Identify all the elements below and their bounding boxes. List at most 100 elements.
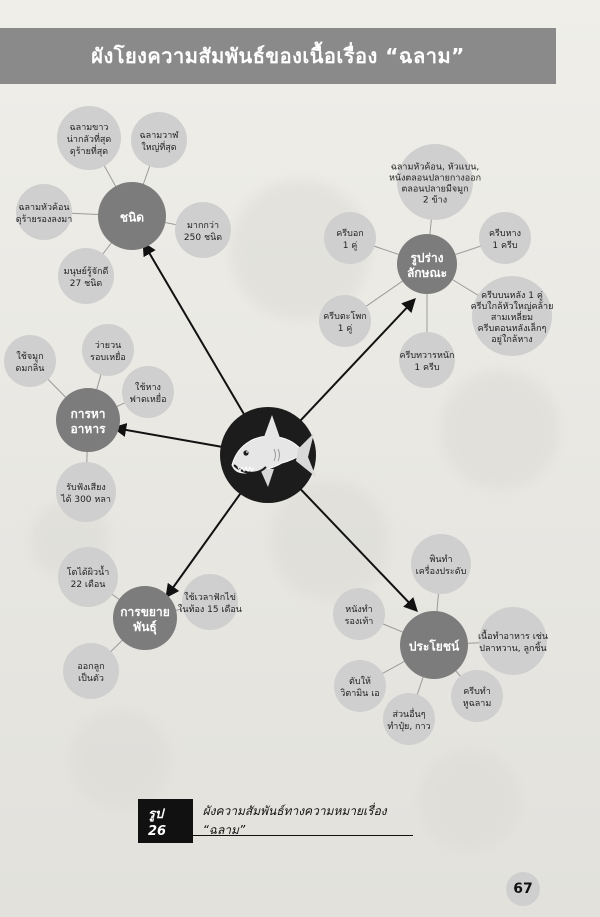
leaf-label-benefit: เนื้อทำอาหาร เช่นปลาหวาน, ลูกชิ้น <box>478 629 548 654</box>
hub-label-kind: ชนิด <box>120 210 144 224</box>
leaf-bubbles: ฉลามขาวน่ากลัวที่สุดดุร้ายที่สุดฉลามวาฬใ… <box>4 106 553 745</box>
leaf-label-benefit: หนังทำรองเท้า <box>345 604 374 627</box>
leaf-bubble-benefit <box>333 588 385 640</box>
leaf-label-food-line: ดมกลิ่น <box>16 361 45 374</box>
leaf-label-food-line: รอบเหยื่อ <box>90 350 126 363</box>
title-bar: ผังโยงความสัมพันธ์ของเนื้อเรื่อง “ฉลาม” <box>0 28 556 84</box>
leaf-label-breeding-line: ออกลูก <box>77 662 104 672</box>
arrow-shape <box>298 297 416 423</box>
figure-caption-text: ผังความสัมพันธ์ทางความหมายเรื่อง “ฉลาม” <box>202 804 387 837</box>
hub-label-shape-line: รูปร่าง <box>410 251 443 266</box>
leaf-label-food-line: ฟาดเหยื่อ <box>130 392 167 405</box>
figure-tag: รูป 26 <box>138 799 193 843</box>
leaf-label-kind-line: มนุษย์รู้จักดี <box>64 265 109 277</box>
hub-bubbles: ชนิดรูปร่างลักษณะการหาอาหารการขยายพันธุ์… <box>56 182 468 679</box>
background-blob <box>230 180 370 320</box>
shark-icon <box>231 415 316 487</box>
hub-label-shape: รูปร่างลักษณะ <box>407 251 447 280</box>
leaf-label-kind-line: 27 ชนิด <box>70 278 103 289</box>
leaf-label-breeding-line: เป็นตัว <box>78 671 104 684</box>
background-blob <box>440 370 560 490</box>
leaf-label-kind: ฉลามวาฬใหญ่ที่สุด <box>140 130 180 153</box>
leaf-label-kind-line: ฉลามวาฬ <box>140 130 180 141</box>
leaf-label-shape-line: ครีบบนหลัง 1 คู่ <box>481 290 543 301</box>
leaf-bubble-shape <box>324 212 376 264</box>
hub-label-shape-line: ลักษณะ <box>407 266 447 280</box>
hub-label-breeding-line: พันธุ์ <box>133 620 156 635</box>
arrow-breeding <box>165 491 243 599</box>
leaf-bubble-food <box>4 335 56 387</box>
leaf-bubble-benefit <box>451 670 503 722</box>
leaf-bubble-shape <box>397 144 473 220</box>
page-number: 67 <box>506 872 540 906</box>
leaf-label-shape-line: 1 ครีบ <box>414 362 439 373</box>
leaf-label-breeding: ใช้เวลาฟักไข่ในท้อง 15 เดือน <box>178 592 242 615</box>
leaf-label-benefit: พินทำเครื่องประดับ <box>416 554 467 577</box>
background-blob <box>70 710 170 810</box>
leaf-label-food-line: ได้ 300 หลา <box>60 494 111 505</box>
leaf-label-food: ใช้หางฟาดเหยื่อ <box>130 382 167 405</box>
leaf-label-benefit-line: เครื่องประดับ <box>416 564 467 577</box>
hub-label-benefit: ประโยชน์ <box>409 638 460 653</box>
leaf-label-kind-line: ฉลามหัวค้อน <box>18 202 69 213</box>
hub-label-food-line: อาหาร <box>70 422 106 436</box>
leaf-label-food-line: ว่ายวน <box>95 341 122 351</box>
leaf-bubble-kind <box>175 202 231 258</box>
leaf-bubble-shape <box>319 295 371 347</box>
leaf-bubble-food <box>82 324 134 376</box>
leaf-label-shape-line: ครีบตะโพก <box>323 311 366 322</box>
hub-bubble-benefit <box>400 611 468 679</box>
leaf-bubble-breeding <box>182 574 238 630</box>
leaf-label-shape-line: ครีบทวารหนัก <box>400 350 455 361</box>
leaf-bubble-shape <box>399 332 455 388</box>
leaf-label-breeding-line: ในท้อง 15 เดือน <box>178 604 242 615</box>
hub-label-breeding-line: การขยาย <box>120 605 169 619</box>
leaf-label-benefit-line: วิตามิน เอ <box>340 688 379 699</box>
hub-label-kind-line: ชนิด <box>120 210 144 224</box>
leaf-bubble-kind <box>58 248 114 304</box>
leaf-label-shape-line: ฉลามหัวค้อน, หัวแบน, <box>391 161 479 172</box>
arrow-food <box>112 423 223 448</box>
leaf-bubble-benefit <box>334 660 386 712</box>
leaf-bubble-food <box>122 366 174 418</box>
hub-bubble-food <box>56 388 120 452</box>
leaf-label-kind-line: 250 ชนิด <box>184 232 222 243</box>
leaf-label-kind-line: ดุร้ายรองลงมา <box>16 214 73 225</box>
leaf-label-benefit-line: หูฉลาม <box>463 699 492 709</box>
leaf-bubble-shape <box>472 276 552 356</box>
leaf-label-shape: ครีบบนหลัง 1 คู่ครีบใกล้หัวใหญ่คล้ายสามเ… <box>471 290 554 345</box>
leaf-label-benefit-line: พินทำ <box>429 554 452 565</box>
hub-label-benefit-line: ประโยชน์ <box>409 638 460 653</box>
leaf-label-shape-line: 1 คู่ <box>343 241 358 251</box>
leaf-label-kind-line: ดุร้ายที่สุด <box>70 144 108 157</box>
leaf-label-benefit: ครีบทำหูฉลาม <box>463 686 492 709</box>
arrow-kind <box>142 241 246 416</box>
background-blob <box>420 750 520 850</box>
arrows <box>112 241 418 613</box>
leaf-label-benefit-line: ปลาหวาน, ลูกชิ้น <box>479 641 546 654</box>
leaf-label-kind-line: มากกว่า <box>187 221 219 231</box>
leaf-label-shape-line: ตลอนปลายมีจมูก <box>401 183 468 194</box>
center-node <box>220 407 316 503</box>
leaf-label-shape-line: ครีบตอนหลังเล็กๆ <box>478 321 547 334</box>
hub-label-food: การหาอาหาร <box>70 407 106 436</box>
leaf-label-shape-line: ครีบหาง <box>489 228 521 239</box>
leaf-bubble-benefit <box>479 607 547 675</box>
leaf-label-benefit-line: ทำปุ๋ย, กาว <box>387 721 430 732</box>
leaf-label-shape-line: สามเหลี่ยม <box>491 310 533 323</box>
leaf-label-shape-line: ครีบอก <box>336 228 363 239</box>
page-title: ผังโยงความสัมพันธ์ของเนื้อเรื่อง “ฉลาม” <box>91 44 465 68</box>
leaf-label-kind-line: ใหญ่ที่สุด <box>141 140 176 153</box>
leaf-label-kind: ฉลามหัวค้อนดุร้ายรองลงมา <box>16 202 73 225</box>
background-blobs <box>30 180 560 850</box>
leaf-label-food: ใช้จมูกดมกลิ่น <box>16 351 45 374</box>
background-blob <box>270 480 390 600</box>
leaf-bubble-kind <box>16 184 72 240</box>
leaf-label-benefit-line: ตับให้ <box>349 676 371 687</box>
leaf-bubble-kind <box>131 112 187 168</box>
leaf-label-benefit-line: หนังทำ <box>345 604 372 615</box>
